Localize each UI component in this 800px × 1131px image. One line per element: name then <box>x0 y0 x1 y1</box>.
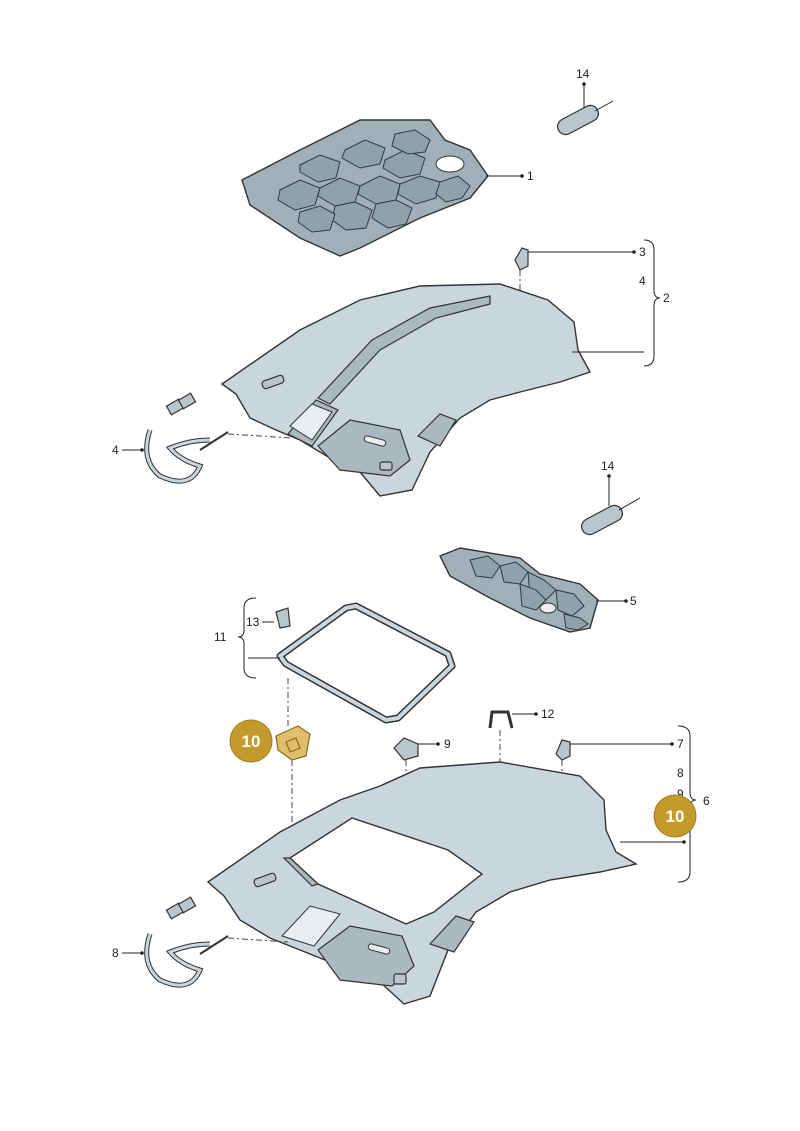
bracket-11 <box>237 597 257 679</box>
callout-7: 7 <box>677 737 684 751</box>
part-1-insulation-mat <box>241 119 524 257</box>
callout-14-top: 14 <box>576 67 590 81</box>
badge-10-right-label: 10 <box>666 807 685 826</box>
callout-5: 5 <box>630 594 637 608</box>
badge-10-left: 10 <box>229 719 273 763</box>
part-5-insulation-strip <box>439 547 628 633</box>
part-3-clip-top <box>514 247 636 302</box>
part-2-headliner-top <box>220 283 644 497</box>
callout-2: 2 <box>663 291 670 305</box>
bracket-2 <box>643 239 661 367</box>
callout-3: 3 <box>639 245 646 259</box>
part-14-top-pin <box>557 82 614 136</box>
part-7-clip <box>555 739 674 786</box>
callout-9-clip: 9 <box>444 737 451 751</box>
callout-4-bracket: 4 <box>639 274 646 288</box>
callout-6: 6 <box>703 794 710 808</box>
callout-9-bracket: 9 <box>677 787 684 801</box>
callout-14-middle: 14 <box>601 459 615 473</box>
callout-8-bracket: 8 <box>677 766 684 780</box>
part-11-sunroof-seal <box>248 602 456 724</box>
part-13-corner-piece <box>262 607 291 629</box>
callout-1: 1 <box>527 169 534 183</box>
part-4-wire-harness-top <box>122 392 293 484</box>
part-14-middle-pin <box>581 474 641 536</box>
badge-10-left-label: 10 <box>242 732 261 751</box>
callout-12: 12 <box>541 707 555 721</box>
callout-4-harness: 4 <box>112 443 119 457</box>
callout-11: 11 <box>214 630 227 644</box>
callout-8-harness: 8 <box>112 946 119 960</box>
part-6-headliner-sunroof <box>206 761 686 1005</box>
badge-10-right: 10 <box>653 794 697 838</box>
callout-13: 13 <box>246 615 260 629</box>
bracket-6 <box>677 725 697 883</box>
part-8-wire-harness-bottom <box>122 896 289 988</box>
